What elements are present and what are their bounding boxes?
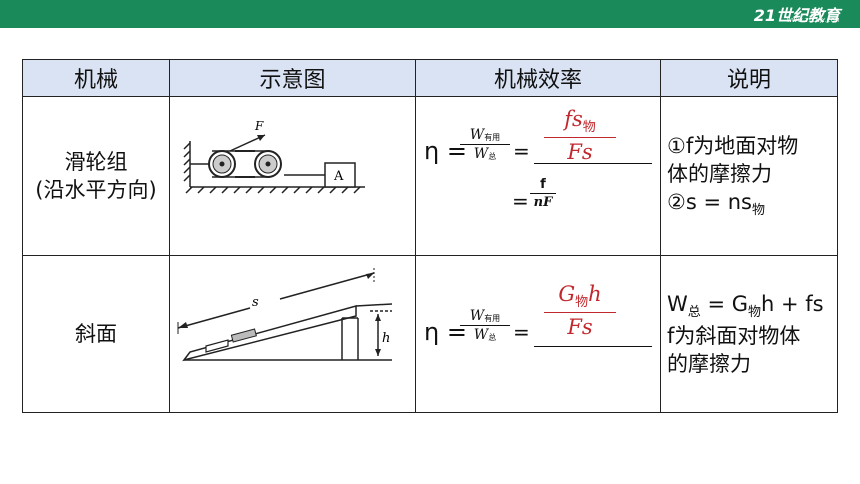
w-ratio: W有用 W总 bbox=[460, 127, 510, 162]
incline-diagram: s h bbox=[177, 268, 393, 362]
h-label: h bbox=[382, 331, 390, 346]
machine-name: 滑轮组 bbox=[64, 149, 128, 174]
table-header-row: 机械 示意图 机械效率 说明 bbox=[22, 59, 838, 97]
logo-text: 21世纪教育 bbox=[753, 6, 840, 25]
gh-ratio: G物h Fs bbox=[544, 282, 616, 339]
header-diagram: 示意图 bbox=[169, 59, 416, 97]
fs-ratio: fs物 Fs bbox=[544, 107, 616, 164]
incline-diagram-cell: s h bbox=[169, 255, 416, 413]
eta-symbol: η = bbox=[424, 318, 467, 346]
pulley-efficiency-cell: η = W有用 W总 = fs物 Fs = f nF bbox=[415, 96, 661, 256]
answer-blank bbox=[534, 163, 652, 164]
machine-incline-cell: 斜面 bbox=[22, 255, 170, 413]
note-line: ②s = ns物 bbox=[667, 190, 765, 219]
incline-notes-cell: W总 = G物h + fs f为斜面对物体 的摩擦力 bbox=[660, 255, 838, 413]
header-notes: 说明 bbox=[660, 59, 838, 97]
site-logo: 21世纪教育 WWW.21CNJY.COM bbox=[753, 4, 840, 25]
note-line: 体的摩擦力 bbox=[667, 162, 772, 187]
incline-efficiency-cell: η = W有用 W总 = G物h Fs bbox=[415, 255, 661, 413]
eta-symbol: η = bbox=[424, 137, 467, 165]
pulley-diagram-cell: F A bbox=[169, 96, 416, 256]
note-line: ①f为地面对物 bbox=[667, 133, 799, 158]
note-line: W总 = G物h + fs bbox=[667, 291, 824, 320]
pulley-efficiency-formula: η = W有用 W总 = fs物 Fs = f nF bbox=[416, 97, 660, 255]
machine-subtitle: (沿水平方向) bbox=[35, 178, 157, 202]
table-row: 滑轮组 (沿水平方向) bbox=[22, 96, 838, 256]
comparison-table: 机械 示意图 机械效率 说明 滑轮组 (沿水平方向) bbox=[22, 59, 838, 413]
note-line: 的摩擦力 bbox=[667, 351, 751, 376]
equals-sign: = bbox=[513, 139, 530, 163]
machine-pulley-cell: 滑轮组 (沿水平方向) bbox=[22, 96, 170, 256]
note-line: f为斜面对物体 bbox=[667, 323, 801, 348]
pulley-notes-cell: ①f为地面对物 体的摩擦力 ②s = ns物 bbox=[660, 96, 838, 256]
logo-url: WWW.21CNJY.COM bbox=[786, 18, 840, 24]
incline-efficiency-formula: η = W有用 W总 = G物h Fs bbox=[416, 256, 660, 412]
header-efficiency: 机械效率 bbox=[415, 59, 661, 97]
top-banner: 21世纪教育 WWW.21CNJY.COM bbox=[0, 0, 860, 28]
table-row: 斜面 bbox=[22, 255, 838, 413]
equals-sign: = bbox=[513, 320, 530, 344]
s-label: s bbox=[252, 295, 259, 310]
block-label: A bbox=[333, 169, 344, 184]
header-machine: 机械 bbox=[22, 59, 170, 97]
f-over-nf: f nF bbox=[530, 177, 556, 210]
w-ratio: W有用 W总 bbox=[460, 308, 510, 343]
force-label: F bbox=[254, 119, 264, 133]
equals-sign-2: = bbox=[512, 189, 529, 213]
answer-blank bbox=[534, 346, 652, 347]
machine-name: 斜面 bbox=[75, 321, 117, 346]
pulley-diagram: F A bbox=[183, 119, 365, 194]
